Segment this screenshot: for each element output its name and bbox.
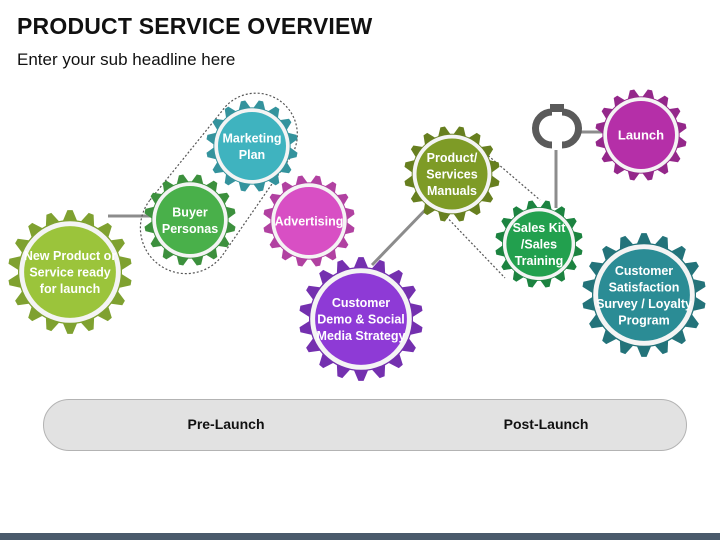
gear-label-line: Service ready: [29, 266, 110, 280]
connector-demo-manuals: [370, 203, 432, 267]
gear-label-line: Customer: [332, 296, 390, 310]
gear-label-line: Launch: [618, 128, 664, 143]
chain-buyer-marketing: [139, 92, 298, 275]
gear-face-customer-demo: [315, 273, 407, 365]
gear-face-new-product: [24, 226, 116, 318]
gear-label-line: Plan: [239, 148, 265, 162]
page-title: PRODUCT SERVICE OVERVIEW: [17, 13, 373, 39]
gear-label-line: Advertising: [275, 215, 344, 229]
gear-label-line: Services: [426, 168, 477, 182]
gear-face-product-manuals: [416, 138, 488, 210]
gear-label-line: Buyer: [172, 205, 208, 219]
gear-new-product: New Product or Service ready for launch: [8, 210, 132, 334]
gear-launch: Launch: [595, 89, 687, 181]
phase-bar: Pre-Launch Post-Launch: [43, 399, 687, 451]
gear-face-buyer-personas: [156, 186, 224, 254]
gear-label-line: Media Strategy: [317, 329, 406, 343]
gear-label-new-product: New Product or Service ready for launch: [24, 249, 117, 296]
chain-manuals-saleskit: [437, 139, 541, 279]
gear-label-line: Marketing: [222, 131, 281, 145]
gear-label-line: Manuals: [427, 184, 477, 198]
gears-layer: New Product or Service ready for launch Buy…: [8, 89, 706, 381]
gear-label-line: Customer: [615, 264, 673, 278]
gear-label-line: Personas: [162, 222, 218, 236]
gear-face-sales-kit: [506, 211, 572, 277]
gear-label-line: Satisfaction: [609, 280, 680, 294]
phase-pre-launch-label: Pre-Launch: [187, 416, 265, 432]
gear-label-line: Survey / Loyalty: [596, 297, 692, 311]
gear-face-marketing-plan: [218, 112, 286, 180]
gear-label-line: /Sales: [521, 238, 557, 252]
gear-face-launch: [607, 101, 675, 169]
gear-label-line: New Product or: [24, 249, 117, 263]
gear-label-line: for launch: [40, 282, 100, 296]
gear-label-line: Demo & Social: [317, 313, 405, 327]
gear-advertising: Advertising: [263, 175, 355, 267]
gear-face-customer-satisfaction: [598, 249, 690, 341]
phase-post-launch-label: Post-Launch: [503, 416, 589, 432]
gear-label-line: Product/: [427, 151, 478, 165]
page-subtitle: Enter your sub headline here: [17, 50, 236, 69]
gear-label-launch: Launch: [618, 128, 664, 143]
gear-label-line: Sales Kit: [513, 221, 567, 235]
gear-label-advertising: Advertising: [275, 215, 344, 229]
chain-link-icon: [532, 104, 582, 149]
footer-bar: [0, 533, 720, 540]
gear-face-advertising: [275, 187, 343, 255]
gear-label-line: Training: [515, 254, 564, 268]
gear-label-line: Program: [618, 313, 669, 327]
